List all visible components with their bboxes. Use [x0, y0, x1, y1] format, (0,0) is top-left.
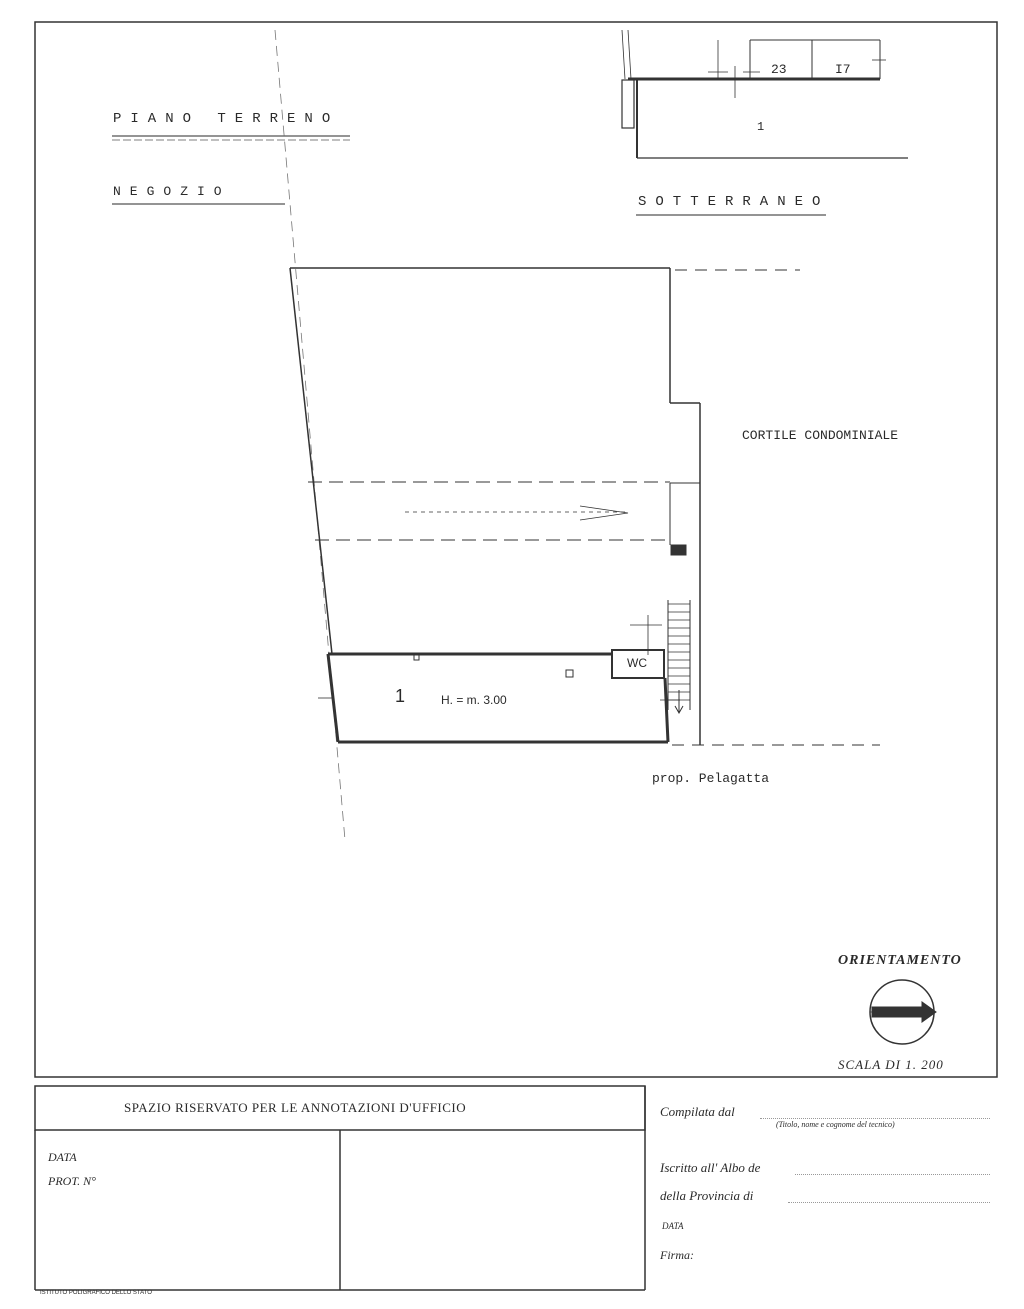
scale-label: SCALA DI 1. 200 [838, 1057, 944, 1072]
compiled-by-line [760, 1108, 990, 1119]
register-line [795, 1164, 990, 1175]
footer-grid [34, 1085, 646, 1291]
dimension-23: 23 [771, 62, 787, 77]
province-label: della Provincia di [660, 1188, 754, 1203]
orientation-label: ORIENTAMENTO [838, 953, 962, 968]
shop-outline [289, 267, 880, 746]
courtyard-label: CORTILE CONDOMINIALE [742, 428, 899, 443]
province-line [788, 1192, 990, 1203]
basement-plan [621, 29, 908, 159]
signature-label: Firma: [660, 1248, 694, 1262]
protocol-label: PROT. N° [48, 1174, 96, 1188]
room-number: 1 [395, 686, 406, 706]
neighbor-label: prop. Pelagatta [652, 771, 770, 786]
printer-credit: ISTITUTO POLIGRAFICO DELLO STATO [40, 1290, 152, 1296]
compiled-by-label: Compilata dal [660, 1104, 735, 1119]
dimension-17: I7 [835, 62, 851, 77]
basement-label: SOTTERRANEO [638, 194, 830, 210]
room-height: H. = m. 3.00 [441, 693, 507, 707]
floor-label: PIANO TERRENO [113, 111, 340, 127]
register-label: Iscritto all' Albo de [660, 1160, 761, 1175]
title-underlines [112, 135, 826, 216]
technician-hint: (Titolo, nome e cognome del tecnico) [776, 1120, 895, 1129]
wc-label: WC [627, 656, 647, 670]
unit-type-label: NEGOZIO [113, 184, 231, 199]
office-annotations-title: SPAZIO RISERVATO PER LE ANNOTAZIONI D'UF… [124, 1100, 467, 1115]
data-label: DATA [48, 1150, 77, 1164]
basement-room-number: 1 [757, 120, 765, 134]
orientation-symbol [869, 979, 937, 1045]
sheet-border [34, 21, 998, 1078]
date-label-2: DATA [662, 1221, 684, 1231]
